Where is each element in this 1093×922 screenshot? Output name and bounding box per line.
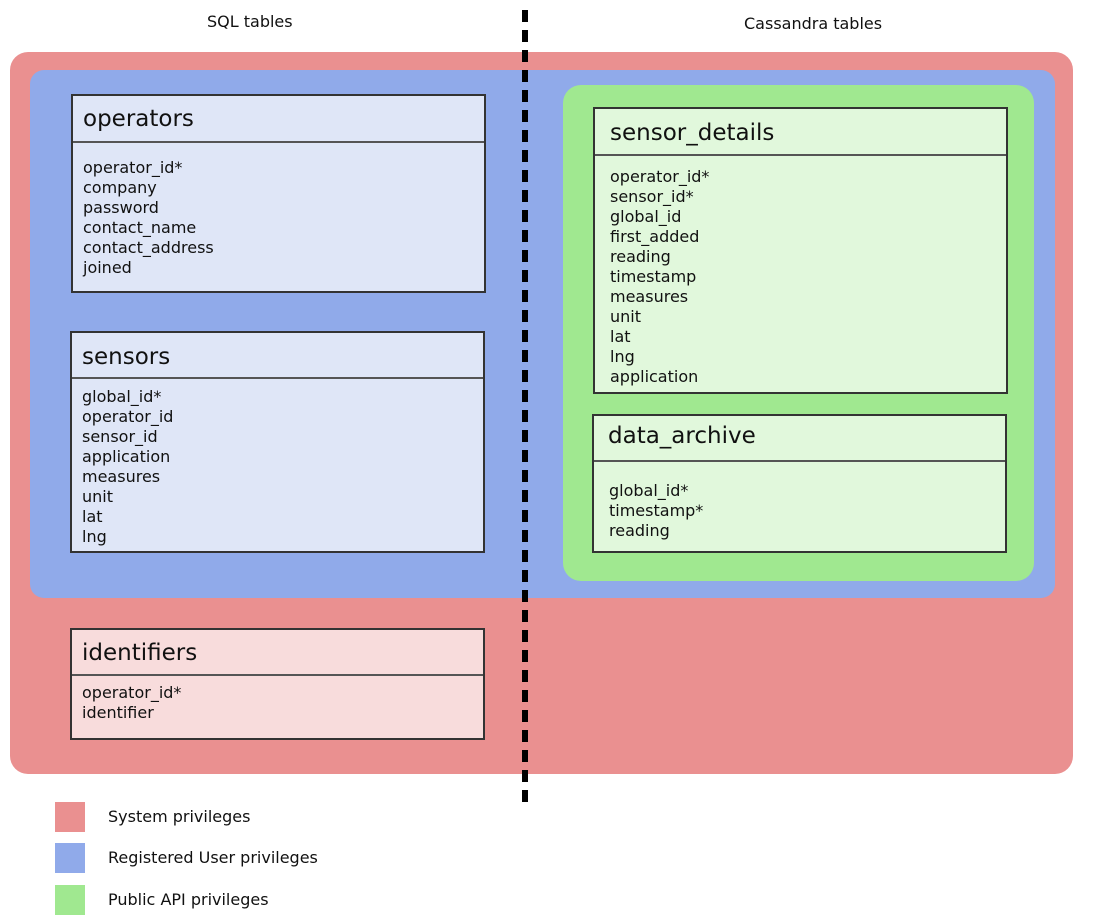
field-item: contact_address: [83, 238, 214, 257]
field-item: measures: [82, 467, 161, 486]
table-divider: [595, 154, 1006, 156]
field-item: operator_id*: [610, 167, 710, 186]
legend-item-system: System privileges: [55, 802, 455, 832]
legend-item-public-api: Public API privileges: [55, 885, 455, 915]
field-item: password: [83, 198, 159, 217]
field-item: operator_id*: [83, 158, 183, 177]
field-list: global_id*timestamp*reading: [609, 481, 703, 541]
field-item: global_id: [610, 207, 682, 226]
legend-swatch: [55, 885, 85, 915]
field-item: first_added: [610, 227, 700, 246]
legend-swatch: [55, 802, 85, 832]
table-divider: [73, 141, 484, 143]
field-item: lng: [82, 527, 107, 546]
legend-item-registered-user: Registered User privileges: [55, 843, 455, 873]
field-item: operator_id*: [82, 683, 182, 702]
sql-cassandra-divider: [522, 10, 528, 802]
table-divider: [72, 377, 483, 379]
legend-label: System privileges: [108, 807, 251, 826]
table-title: identifiers: [82, 640, 198, 666]
cassandra-tables-header: Cassandra tables: [744, 14, 883, 33]
legend-label: Registered User privileges: [108, 848, 318, 867]
identifiers-table: identifiers operator_id*identifier: [70, 628, 485, 740]
field-item: operator_id: [82, 407, 174, 426]
field-item: sensor_id: [82, 427, 158, 446]
field-list: operator_id*identifier: [82, 683, 181, 723]
sql-tables-header: SQL tables: [207, 12, 293, 31]
field-item: measures: [610, 287, 689, 306]
field-item: reading: [609, 521, 670, 540]
field-item: lat: [82, 507, 103, 526]
field-item: lat: [610, 327, 631, 346]
field-item: application: [610, 367, 699, 386]
field-item: lng: [610, 347, 635, 366]
field-item: unit: [82, 487, 113, 506]
field-item: timestamp*: [609, 501, 704, 520]
field-item: identifier: [82, 703, 154, 722]
legend-label: Public API privileges: [108, 890, 269, 909]
field-item: contact_name: [83, 218, 197, 237]
field-item: sensor_id*: [610, 187, 694, 206]
field-item: global_id*: [82, 387, 162, 406]
sensor-details-table: sensor_details operator_id*sensor_id*glo…: [593, 107, 1008, 394]
field-item: global_id*: [609, 481, 689, 500]
field-item: timestamp: [610, 267, 697, 286]
table-title: operators: [83, 106, 194, 132]
field-item: reading: [610, 247, 671, 266]
field-item: application: [82, 447, 171, 466]
data-archive-table: data_archive global_id*timestamp*reading: [592, 414, 1007, 553]
field-item: unit: [610, 307, 641, 326]
table-title: sensors: [82, 344, 171, 370]
table-title: data_archive: [608, 423, 756, 449]
table-title: sensor_details: [610, 120, 775, 146]
legend-swatch: [55, 843, 85, 873]
field-item: joined: [83, 258, 132, 277]
table-divider: [72, 674, 483, 676]
table-divider: [594, 460, 1005, 462]
field-item: company: [83, 178, 157, 197]
